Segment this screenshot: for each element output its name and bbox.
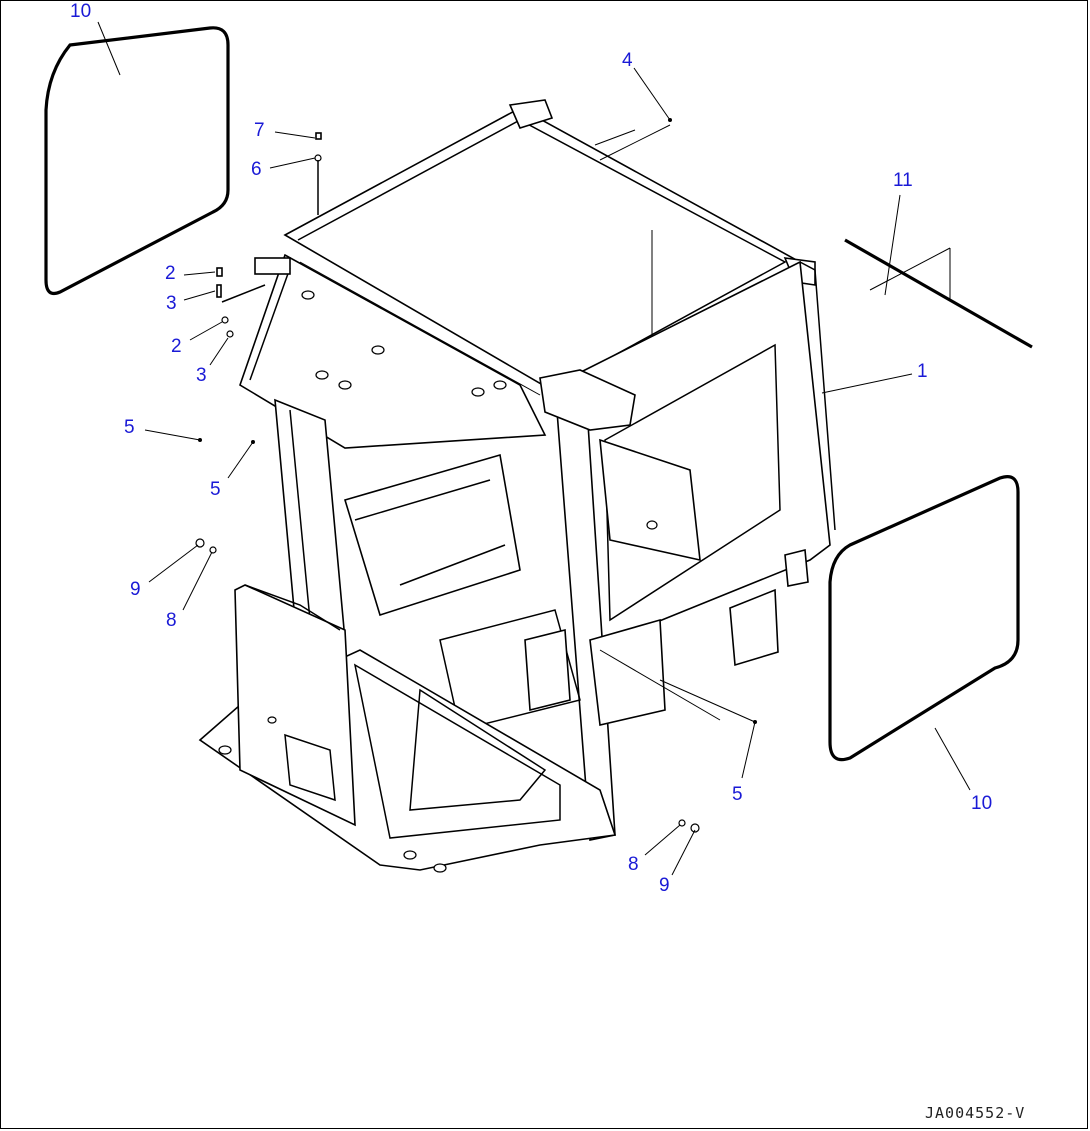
callout-2-lower: 2: [171, 336, 182, 357]
callout-9-right: 9: [659, 875, 670, 896]
callout-6: 6: [251, 159, 262, 180]
document-id: JA004552-V: [925, 1104, 1026, 1122]
window-glass-right: [828, 475, 1020, 762]
cab-dash-panel: [234, 584, 356, 827]
cab-rear-body: [589, 618, 666, 726]
callout-10-left: 10: [70, 1, 92, 22]
callout-8-right: 8: [628, 854, 639, 875]
callout-1: 1: [917, 361, 928, 382]
leader-lines: [97, 21, 971, 876]
cab-interior: [343, 438, 701, 731]
callout-5-mid-left: 5: [210, 479, 221, 500]
callout-4: 4: [622, 50, 633, 71]
bolts-washers: [195, 132, 700, 833]
cab-right-frame: [574, 260, 836, 667]
callout-7: 7: [254, 120, 265, 141]
callout-5-right: 5: [732, 784, 743, 805]
callout-9-left: 9: [130, 579, 141, 600]
callout-3-upper: 3: [166, 293, 177, 314]
callout-10-right: 10: [971, 793, 993, 814]
callout-2-upper: 2: [165, 263, 176, 284]
leader-dots: [198, 118, 757, 724]
callout-3-lower: 3: [196, 365, 207, 386]
callout-11: 11: [893, 170, 913, 191]
callout-8-left: 8: [166, 610, 177, 631]
window-glass-left: [44, 26, 230, 296]
callout-5-upper-left: 5: [124, 417, 135, 438]
seal-strip: [844, 238, 1033, 349]
mounting-holes: [218, 290, 658, 873]
